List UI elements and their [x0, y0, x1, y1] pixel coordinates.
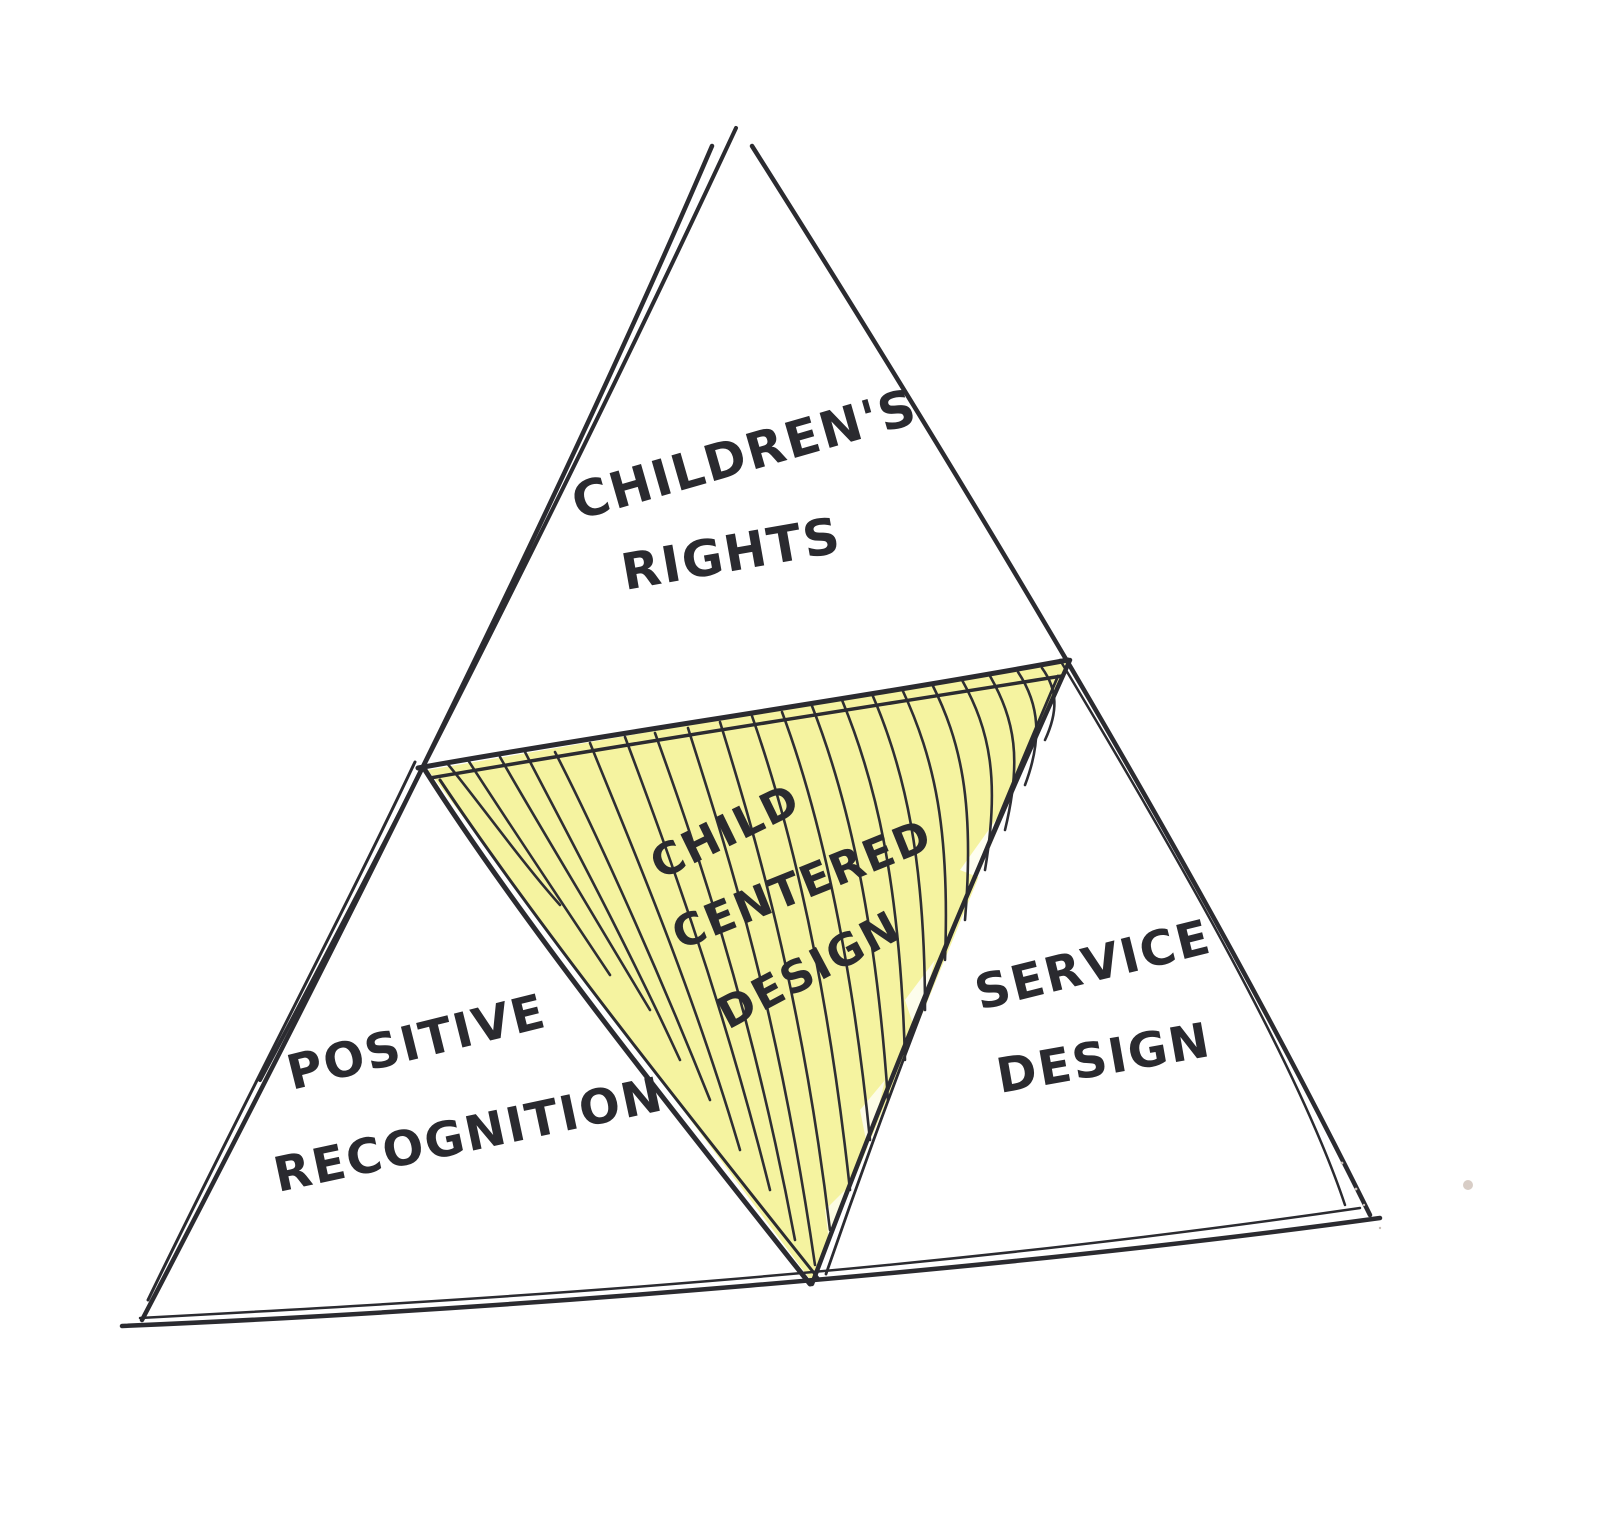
label-service-design: SERVICE DESIGN [969, 909, 1217, 1105]
label-positive-recognition: POSITIVE RECOGNITION [269, 983, 669, 1204]
center-triangle [415, 657, 1073, 1287]
center-outline [415, 657, 1073, 1287]
label-service-design-line2: DESIGN [992, 1012, 1215, 1105]
label-childrens-rights-line2: RIGHTS [617, 506, 846, 602]
outer-triangle [119, 126, 1383, 1329]
faint-dots [1340, 1161, 1473, 1230]
label-childrens-rights: CHILDREN'S RIGHTS [565, 378, 924, 602]
label-positive-recognition-line1: POSITIVE [281, 983, 552, 1101]
label-service-design-line1: SERVICE [969, 909, 1217, 1022]
hatch-lines [444, 666, 1056, 1267]
label-childrens-rights-line1: CHILDREN'S [565, 378, 924, 532]
